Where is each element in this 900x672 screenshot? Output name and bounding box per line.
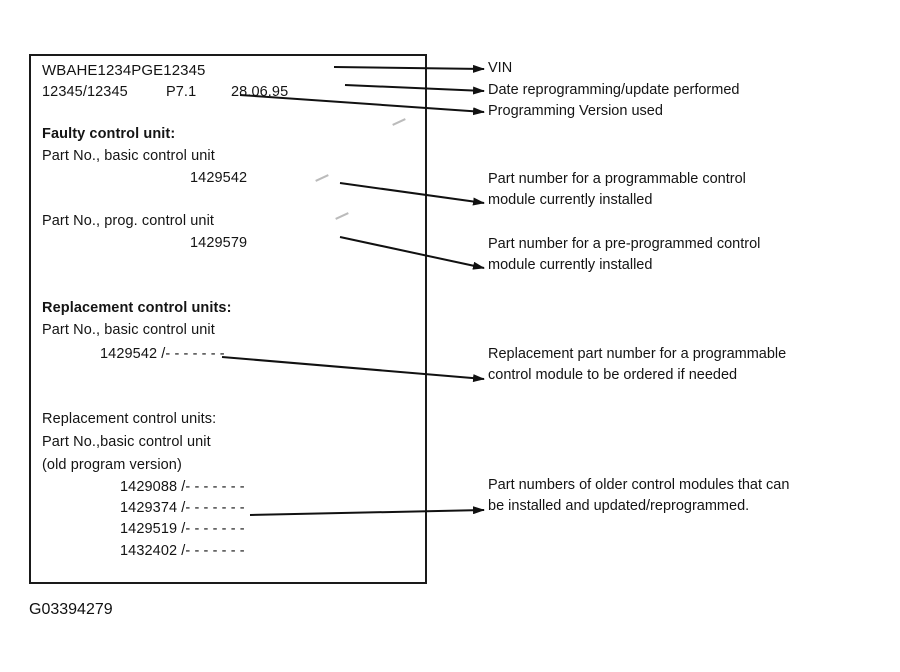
- prog-unit-number: 1429579: [190, 235, 248, 251]
- old-replacement-heading: Replacement control units:: [42, 411, 217, 427]
- callout-preprogrammed-line: Part number for a pre-programmed control: [488, 236, 761, 252]
- basic-unit-label: Part No., basic control unit: [42, 148, 215, 164]
- callout-replacement: Replacement part number for a programmab…: [488, 344, 786, 386]
- callout-older-line: be installed and updated/reprogrammed.: [488, 498, 750, 514]
- callout-preprogrammed: Part number for a pre-programmed control…: [488, 234, 760, 276]
- callout-older: Part numbers of older control modules th…: [488, 475, 789, 517]
- vin-value: WBAHE1234PGE12345: [42, 62, 206, 79]
- figure-id: G03394279: [29, 601, 113, 618]
- replacement-part-number: 1429542 /- - - - - - -: [100, 346, 225, 362]
- callout-replacement-line: control module to be ordered if needed: [488, 367, 738, 383]
- old-part-number: 1429374 /- - - - - - -: [120, 500, 245, 516]
- old-program-version-note: (old program version): [42, 457, 182, 473]
- callout-version: Programming Version used: [488, 103, 663, 119]
- faulty-heading: Faulty control unit:: [42, 126, 176, 142]
- callout-vin: VIN: [488, 60, 513, 76]
- replacement-basic-label: Part No., basic control unit: [42, 322, 215, 338]
- old-part-number: 1432402 /- - - - - - -: [120, 543, 245, 559]
- old-basic-label: Part No.,basic control unit: [42, 434, 211, 450]
- prog-unit-label: Part No., prog. control unit: [42, 213, 215, 229]
- callout-date: Date reprogramming/update performed: [488, 82, 740, 98]
- callout-programmable-line: module currently installed: [488, 192, 653, 208]
- basic-unit-number: 1429542: [190, 170, 248, 186]
- program-version: P7.1: [166, 84, 197, 100]
- callout-replacement-line: Replacement part number for a programmab…: [488, 346, 787, 362]
- old-part-number: 1429088 /- - - - - - -: [120, 479, 245, 495]
- printout-sheet: [29, 54, 427, 584]
- reprogram-id: 12345/12345: [42, 84, 128, 100]
- old-part-number: 1429519 /- - - - - - -: [120, 521, 245, 537]
- callout-older-line: Part numbers of older control modules th…: [488, 477, 790, 493]
- callout-preprogrammed-line: module currently installed: [488, 257, 653, 273]
- replacement-heading: Replacement control units:: [42, 300, 232, 316]
- callout-programmable: Part number for a programmable control m…: [488, 169, 746, 211]
- callout-programmable-line: Part number for a programmable control: [488, 171, 746, 187]
- reprogram-date: 28.06.95: [231, 84, 289, 100]
